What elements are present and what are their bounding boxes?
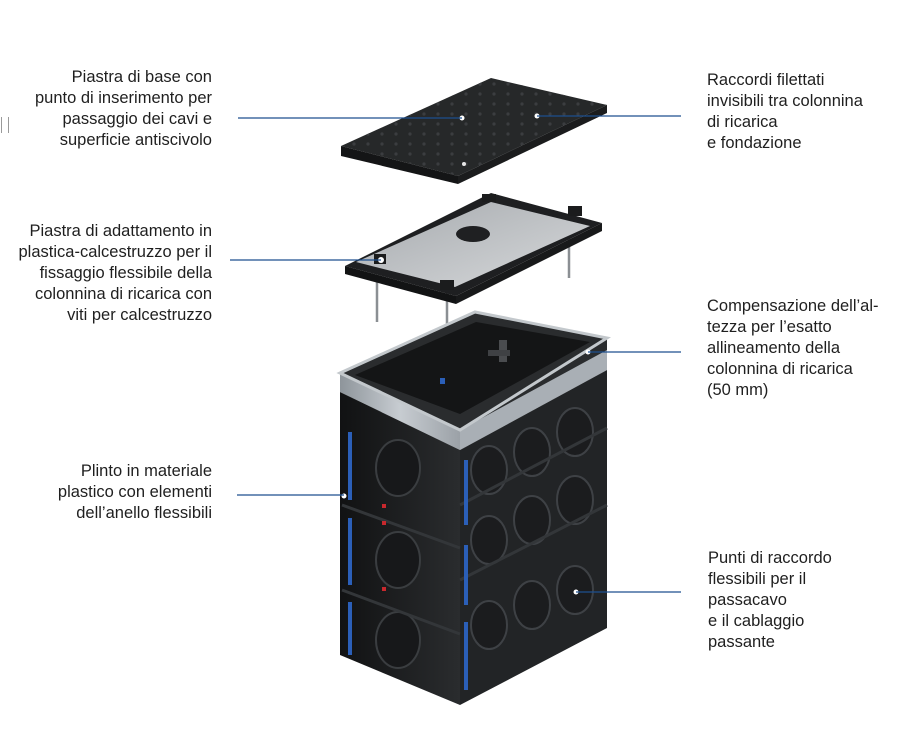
leader-dot-plinth: [341, 493, 347, 499]
label-threaded-fittings: Raccordi filettati invisibili tra colonn…: [707, 71, 863, 152]
label-base-plate: Piastra di base con punto di inserimento…: [34, 68, 212, 149]
leader-lines: [230, 115, 681, 593]
label-plinth: Plinto in materiale plastico con element…: [57, 462, 212, 522]
label-connection-points: Punti di raccordo flessibili per il pass…: [708, 549, 832, 651]
label-height-compensation: Compensazione dell’al- tezza per l’esatt…: [707, 297, 879, 399]
edge-marker: [1, 117, 9, 133]
adapter-plate: [345, 193, 602, 336]
base-plate: [341, 78, 607, 184]
label-adapter-plate: Piastra di adattamento in plastica-calce…: [18, 222, 213, 324]
plastic-plinth: [336, 310, 612, 705]
